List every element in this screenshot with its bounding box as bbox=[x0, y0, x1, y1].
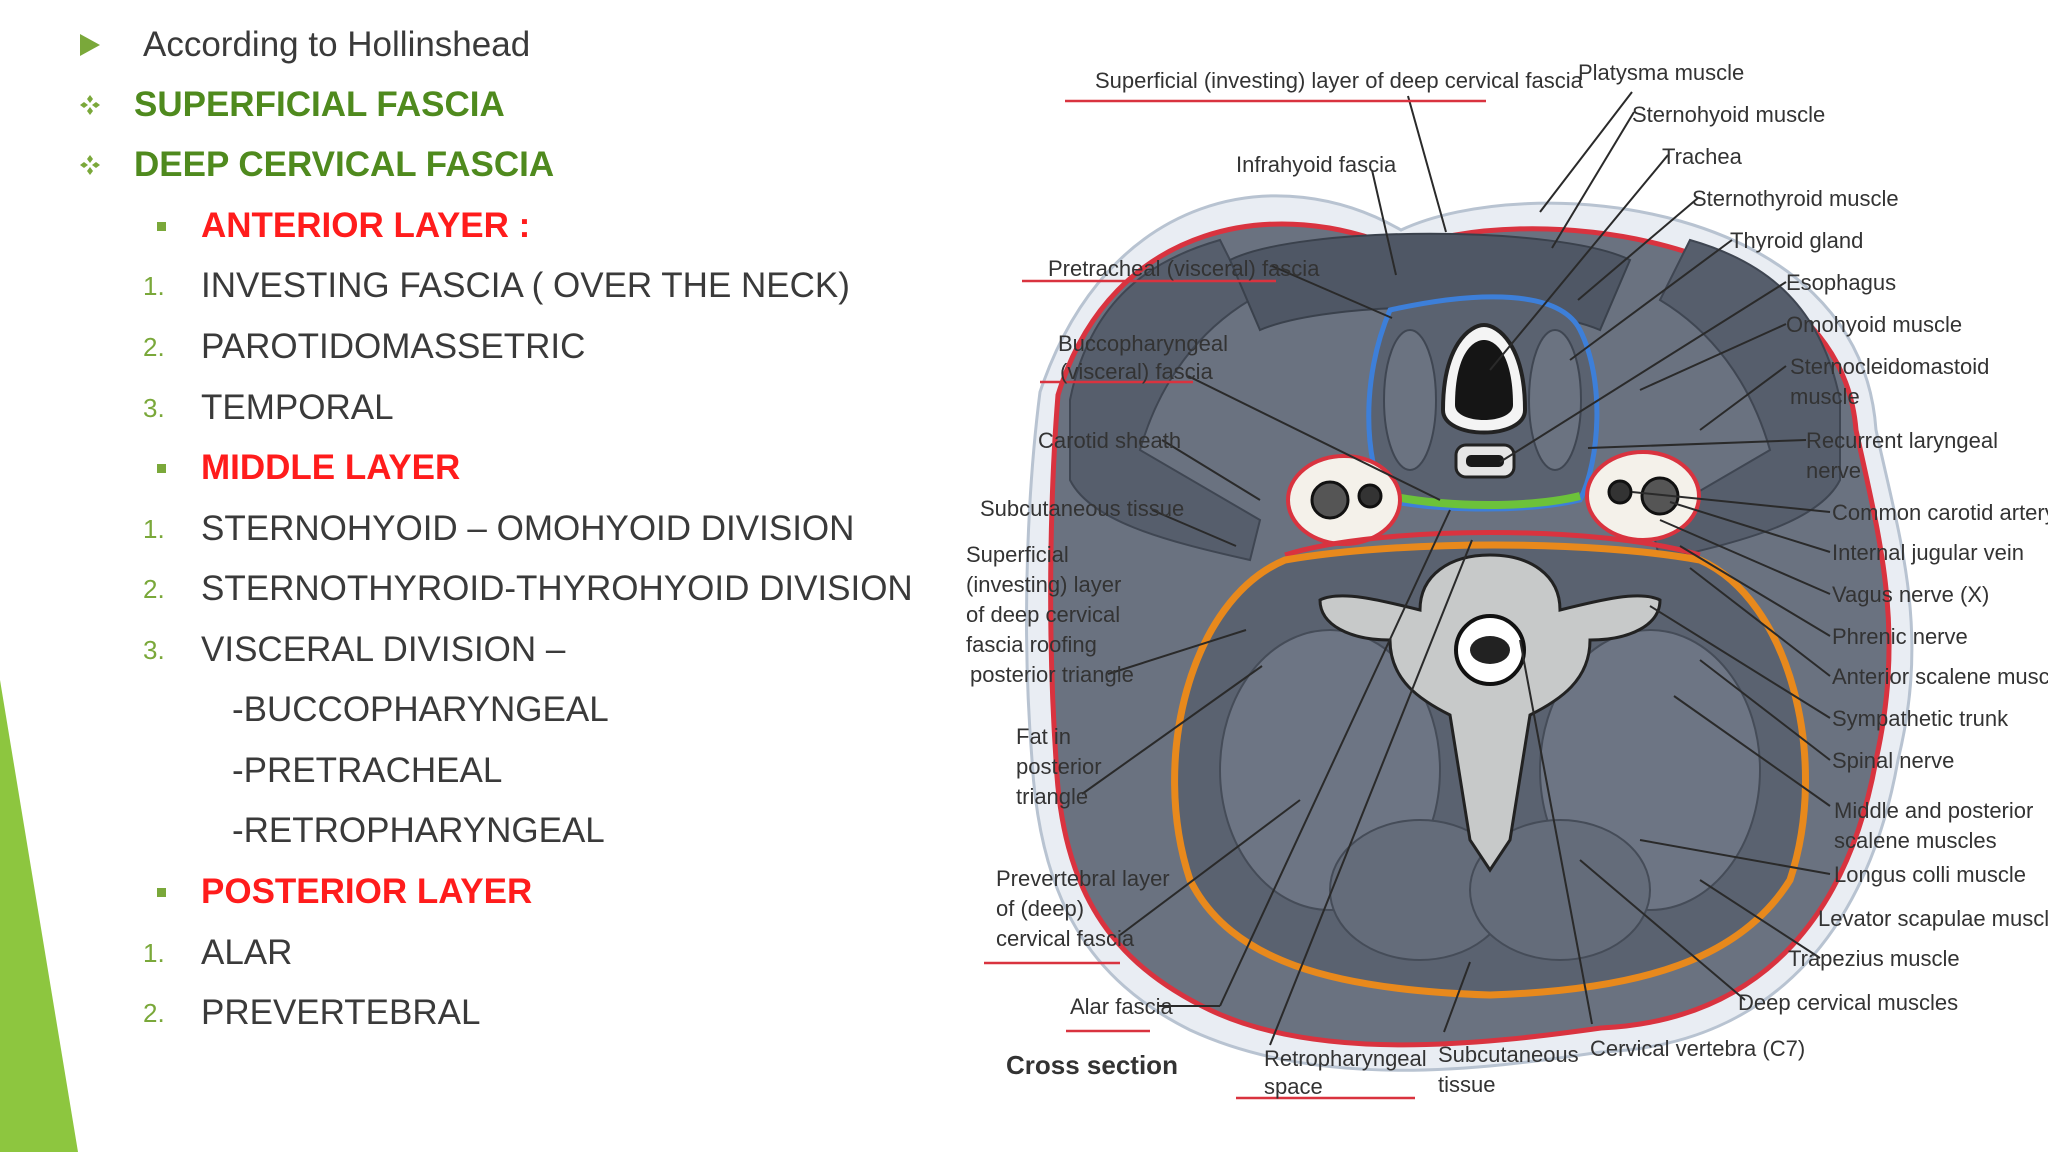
label-prevertebral: cervical fascia bbox=[996, 926, 1135, 951]
heading-middle-layer: MIDDLE LAYER bbox=[201, 448, 461, 487]
label-retropharyngeal: space bbox=[1264, 1074, 1323, 1099]
square-bullet-icon bbox=[155, 440, 167, 496]
sub-item-text: -PRETRACHEAL bbox=[232, 751, 503, 790]
item-text: VISCERAL DIVISION – bbox=[201, 630, 566, 669]
square-bullet-icon bbox=[155, 198, 167, 254]
label-superficial-roof: (investing) layer bbox=[966, 572, 1121, 597]
common-carotid-right-shape bbox=[1607, 479, 1633, 505]
item-text: PREVERTEBRAL bbox=[201, 993, 481, 1032]
label-common-carotid: Common carotid artery bbox=[1832, 500, 2048, 525]
label-deep-cervical-muscles: Deep cervical muscles bbox=[1738, 990, 1958, 1015]
label-subcutaneous-left: Subcutaneous tissue bbox=[980, 496, 1184, 521]
diamond-bullet-icon bbox=[79, 77, 101, 133]
label-spinal-nerve: Spinal nerve bbox=[1832, 748, 1954, 773]
label-longus-colli: Longus colli muscle bbox=[1834, 862, 2026, 887]
accent-strip bbox=[0, 680, 78, 1152]
common-carotid-left-shape bbox=[1357, 483, 1383, 509]
item-number: 2. bbox=[143, 331, 165, 362]
label-pretracheal: Pretracheal (visceral) fascia bbox=[1048, 256, 1320, 281]
label-buccopharyngeal: (visceral) fascia bbox=[1060, 359, 1214, 384]
diamond-bullet-icon bbox=[79, 137, 101, 193]
label-subcutaneous-bottom: Subcutaneous bbox=[1438, 1042, 1579, 1067]
label-trachea: Trachea bbox=[1662, 144, 1743, 169]
label-recurrent-laryngeal: Recurrent laryngeal bbox=[1806, 428, 1998, 453]
item-number: 3. bbox=[143, 392, 165, 423]
label-underlines bbox=[984, 99, 1486, 1100]
label-fat-posterior: triangle bbox=[1016, 784, 1088, 809]
item-text: INVESTING FASCIA ( OVER THE NECK) bbox=[201, 266, 850, 305]
label-retropharyngeal: Retropharyngeal bbox=[1264, 1046, 1427, 1071]
label-omohyoid: Omohyoid muscle bbox=[1786, 312, 1962, 337]
label-sternocleidomastoid: Sternocleidomastoid bbox=[1790, 354, 1989, 379]
sub-item-text: -RETROPHARYNGEAL bbox=[232, 811, 605, 850]
heading-posterior-layer: POSTERIOR LAYER bbox=[201, 872, 533, 911]
label-superficial-roof: Superficial bbox=[966, 542, 1069, 567]
label-buccopharyngeal: Buccopharyngeal bbox=[1058, 331, 1228, 356]
item-number: 1. bbox=[143, 937, 165, 968]
label-infrahyoid-fascia: Infrahyoid fascia bbox=[1236, 152, 1397, 177]
label-thyroid: Thyroid gland bbox=[1730, 228, 1863, 253]
cervical-vertebra-shape bbox=[1318, 553, 1662, 873]
label-levator-scapulae: Levator scapulae muscle bbox=[1818, 906, 2048, 931]
item-text: TEMPORAL bbox=[201, 388, 394, 427]
item-text: PAROTIDOMASSETRIC bbox=[201, 327, 586, 366]
thyroid-lobe-left-shape bbox=[1383, 329, 1437, 471]
heading-superficial-fascia: SUPERFICIAL FASCIA bbox=[134, 85, 505, 124]
square-bullet-icon bbox=[155, 864, 167, 920]
label-sympathetic: Sympathetic trunk bbox=[1832, 706, 2009, 731]
item-number: 3. bbox=[143, 634, 165, 665]
label-fat-posterior: Fat in bbox=[1016, 724, 1071, 749]
esophagus-lumen-shape bbox=[1466, 455, 1504, 467]
label-phrenic: Phrenic nerve bbox=[1832, 624, 1968, 649]
label-middle-scalene: Middle and posterior bbox=[1834, 798, 2033, 823]
label-prevertebral: of (deep) bbox=[996, 896, 1084, 921]
buccopharyngeal-fascia-layer bbox=[1389, 492, 1581, 509]
spinal-cord-shape bbox=[1470, 636, 1510, 664]
neck-cross-section-diagram: Superficial (investing) layer of deep ce… bbox=[966, 60, 2048, 1100]
item-text: STERNOHYOID – OMOHYOID DIVISION bbox=[201, 509, 855, 548]
label-sternothyroid: Sternothyroid muscle bbox=[1692, 186, 1899, 211]
sternocleidomastoid-right-shape bbox=[1648, 238, 1841, 562]
label-superficial-roof: posterior triangle bbox=[970, 662, 1134, 687]
heading-deep-cervical-fascia: DEEP CERVICAL FASCIA bbox=[134, 145, 555, 184]
label-recurrent-laryngeal: nerve bbox=[1806, 458, 1861, 483]
label-cervical-vertebra: Cervical vertebra (C7) bbox=[1590, 1036, 1805, 1061]
label-esophagus: Esophagus bbox=[1786, 270, 1896, 295]
item-text: STERNOTHYROID-THYROHYOID DIVISION bbox=[201, 569, 913, 608]
label-anterior-scalene: Anterior scalene muscle bbox=[1832, 664, 2048, 689]
label-superficial-layer: Superficial (investing) layer of deep ce… bbox=[1095, 68, 1584, 93]
item-number: 2. bbox=[143, 573, 165, 604]
item-number: 1. bbox=[143, 513, 165, 544]
label-superficial-roof: fascia roofing bbox=[966, 632, 1097, 657]
arrow-bullet-icon bbox=[80, 17, 100, 73]
label-platysma: Platysma muscle bbox=[1578, 60, 1744, 85]
label-carotid-sheath: Carotid sheath bbox=[1038, 428, 1181, 453]
alar-fascia-layer bbox=[1284, 530, 1701, 558]
label-alar-fascia: Alar fascia bbox=[1070, 994, 1173, 1019]
thyroid-lobe-right-shape bbox=[1528, 329, 1582, 471]
label-trapezius: Trapezius muscle bbox=[1788, 946, 1960, 971]
item-number: 2. bbox=[143, 997, 165, 1028]
label-subcutaneous-bottom: tissue bbox=[1438, 1072, 1495, 1097]
label-sternohyoid: Sternohyoid muscle bbox=[1632, 102, 1825, 127]
sub-item-text: -BUCCOPHARYNGEAL bbox=[232, 690, 609, 729]
posterior-muscles-right-shape bbox=[1469, 819, 1651, 961]
label-fat-posterior: posterior bbox=[1016, 754, 1102, 779]
sternocleidomastoid-left-shape bbox=[1069, 238, 1262, 562]
label-internal-jugular: Internal jugular vein bbox=[1832, 540, 2024, 565]
label-superficial-roof: of deep cervical bbox=[966, 602, 1120, 627]
figure-caption: Cross section bbox=[1006, 1050, 1178, 1080]
neck-cross-section-figure: Superficial (investing) layer of deep ce… bbox=[960, 40, 2048, 1152]
internal-jugular-left-shape bbox=[1310, 480, 1350, 520]
leader-lines bbox=[1081, 91, 1831, 1046]
item-text: ALAR bbox=[201, 933, 293, 972]
label-vagus: Vagus nerve (X) bbox=[1832, 582, 1989, 607]
label-prevertebral: Prevertebral layer bbox=[996, 866, 1170, 891]
bullet-list: According to Hollinshead SUPERFICIAL FAS… bbox=[0, 0, 913, 1100]
heading-anterior-layer: ANTERIOR LAYER : bbox=[201, 206, 531, 245]
intro-text: According to Hollinshead bbox=[143, 25, 531, 64]
label-sternocleidomastoid: muscle bbox=[1790, 384, 1860, 409]
label-middle-scalene: scalene muscles bbox=[1834, 828, 1997, 853]
item-number: 1. bbox=[143, 270, 165, 301]
